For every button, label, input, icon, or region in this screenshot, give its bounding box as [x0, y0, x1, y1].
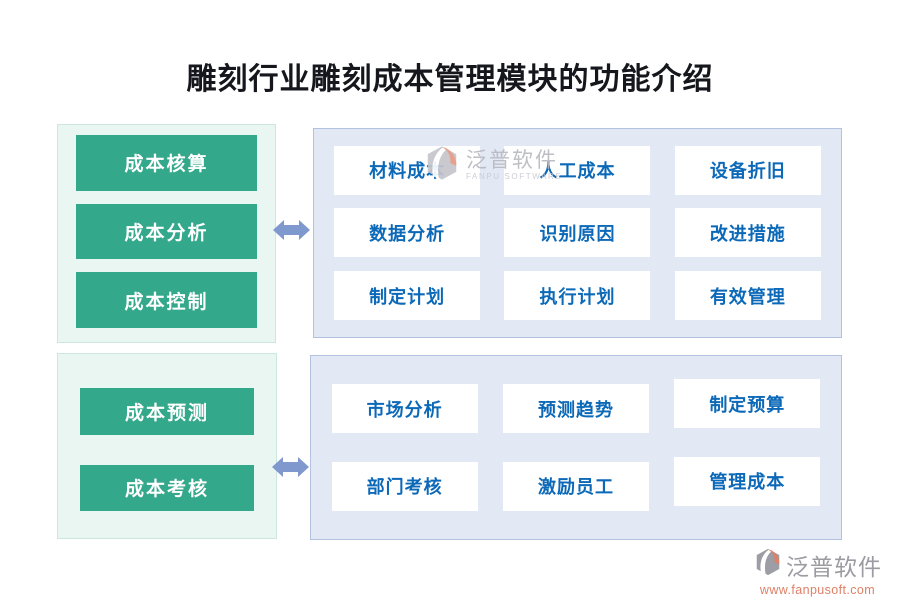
function-item: 制定计划	[334, 271, 481, 321]
category-panel-2: 成本预测 成本考核	[57, 353, 277, 539]
function-item: 激励员工	[502, 461, 649, 511]
category-panel-1: 成本核算 成本分析 成本控制	[57, 124, 276, 343]
function-panel-1: 材料成本 人工成本 设备折旧 数据分析 识别原因 改进措施 制定计划 执行计划 …	[313, 128, 842, 338]
function-item: 有效管理	[674, 271, 821, 321]
fanpu-logo-icon	[423, 144, 461, 187]
function-item: 数据分析	[334, 208, 481, 258]
double-arrow-icon	[273, 218, 310, 242]
function-item: 部门考核	[331, 461, 478, 511]
function-item: 执行计划	[504, 271, 651, 321]
module-button: 成本核算	[76, 135, 257, 191]
brand-name: 泛普软件	[786, 553, 882, 580]
brand-url: www.fanpusoft.com	[759, 583, 876, 597]
watermark-subtitle: FANPU SOFTWARE	[466, 172, 563, 181]
function-item: 设备折旧	[674, 145, 821, 195]
footer-brand: 泛普软件 www.fanpusoft.com	[753, 547, 882, 597]
module-button: 成本分析	[76, 203, 257, 260]
page-title: 雕刻行业雕刻成本管理模块的功能介绍	[186, 63, 714, 96]
watermark: 泛普软件 FANPU SOFTWARE	[423, 144, 562, 187]
watermark-brand: 泛普软件	[466, 149, 558, 172]
double-arrow-icon	[272, 455, 309, 479]
fanpu-logo-icon	[753, 547, 783, 582]
function-item: 预测趋势	[502, 384, 649, 434]
function-item: 识别原因	[504, 208, 651, 258]
module-button: 成本预测	[80, 388, 254, 435]
module-button: 成本控制	[76, 272, 257, 329]
function-item: 改进措施	[674, 208, 821, 258]
module-button: 成本考核	[80, 464, 254, 511]
function-item: 市场分析	[331, 384, 478, 434]
function-item: 管理成本	[674, 456, 821, 506]
function-item: 制定预算	[674, 379, 821, 429]
function-panel-2: 市场分析 预测趋势 制定预算 部门考核 激励员工 管理成本	[310, 355, 842, 540]
function-item: 人工成本	[504, 145, 651, 195]
